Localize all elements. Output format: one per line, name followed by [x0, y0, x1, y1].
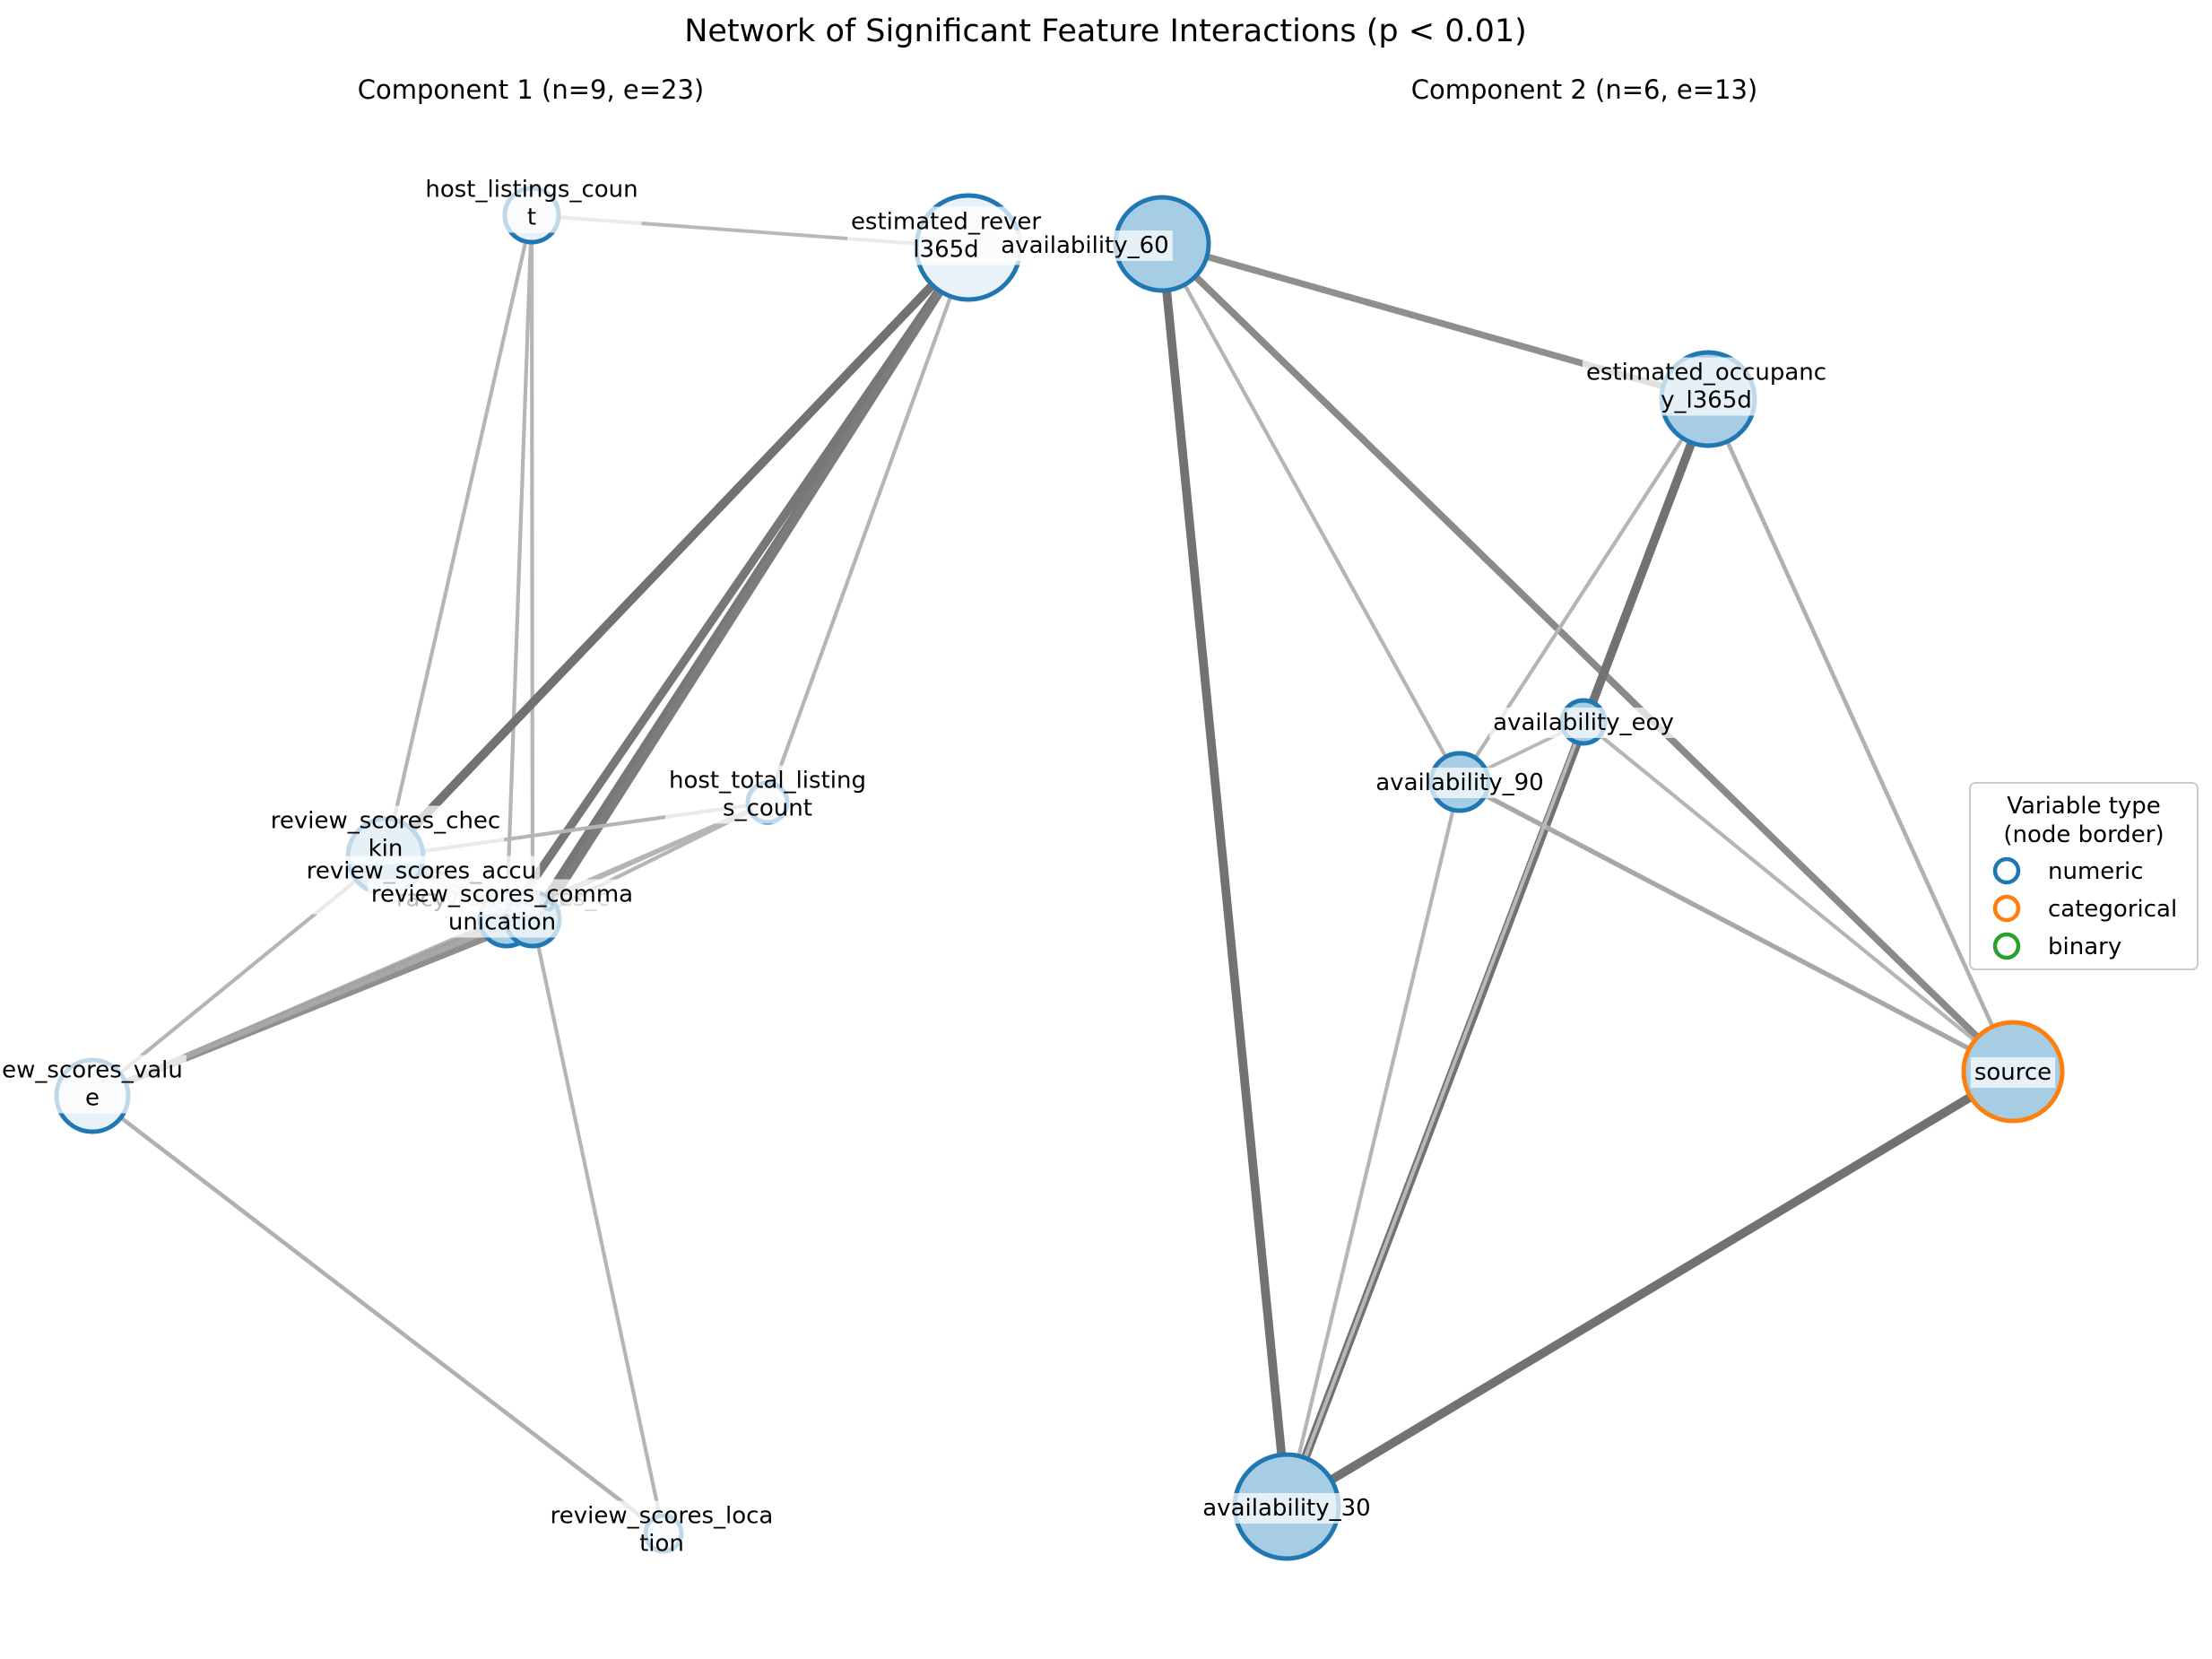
edge-hlc-rsc — [383, 213, 534, 859]
label-layer: review_scores_chost_listings_countestima… — [0, 174, 2056, 1559]
node-label-a90: availability_90 — [1372, 768, 1548, 798]
node-label-line: source — [1974, 1059, 2052, 1086]
edge-hlc-rscom — [529, 213, 535, 922]
legend-label-categorical: categorical — [2048, 896, 2177, 923]
node-label-box — [421, 174, 642, 233]
edge-a90-src — [1457, 779, 2016, 1074]
legend-marker-categorical — [1992, 894, 2021, 923]
edge-aeoy-src — [1581, 719, 2016, 1074]
node-label-line: l365d — [913, 237, 978, 264]
node-label-htl: host_total_listings_count — [665, 765, 870, 824]
node-label-line: s_count — [723, 795, 812, 822]
node-label-hlc: host_listings_count — [421, 174, 642, 233]
node-label-line: e — [85, 1085, 100, 1112]
node-label-box — [1199, 1493, 1375, 1524]
node-label-box — [266, 805, 505, 864]
legend-marker-binary — [1992, 932, 2021, 960]
figure-title: Network of Significant Feature Interacti… — [684, 13, 1527, 49]
legend-label-binary: binary — [2048, 934, 2121, 960]
node-label-line: review_scores_chec — [271, 808, 500, 835]
node-label-line: tion — [639, 1531, 684, 1558]
node-label-box — [665, 765, 870, 824]
node-label-line: availability_60 — [1001, 232, 1168, 259]
node-label-line: availability_30 — [1202, 1495, 1370, 1522]
node-label-box — [1582, 357, 1831, 416]
node-label-line: review_scores_loca — [551, 1503, 774, 1530]
legend-title: Variable type(node border) — [2003, 793, 2164, 848]
node-label-box — [1970, 1057, 2056, 1088]
node-label-src: source — [1970, 1057, 2056, 1088]
component-2-subtitle: Component 2 (n=6, e=13) — [1411, 74, 1758, 105]
node-label-box — [546, 1500, 777, 1559]
legend-box — [1969, 782, 2199, 970]
legend-label-numeric: numeric — [2048, 858, 2144, 885]
node-label-line: review_scores_comma — [371, 882, 633, 908]
edge-a30-src — [1282, 1067, 2017, 1511]
node-label-box — [997, 230, 1173, 261]
node-label-line: host_total_listing — [669, 768, 866, 795]
node-label-box — [1372, 768, 1548, 798]
edge-erl-rsc — [381, 243, 973, 861]
legend: Variable type(node border) numeric catego… — [1969, 782, 2199, 970]
node-label-line: ew_scores_valu — [2, 1057, 183, 1084]
node-label-line: estimated_occupanc — [1586, 360, 1826, 387]
node-label-aeoy: availability_eoy — [1489, 708, 1678, 738]
legend-marker-numeric — [1992, 856, 2021, 885]
node-label-line: unication — [448, 909, 556, 936]
edge-a60-src — [1158, 240, 2017, 1075]
node-label-line: availability_eoy — [1493, 709, 1674, 736]
node-label-line: host_listings_coun — [425, 177, 638, 204]
edge-rsv-rsl — [90, 1093, 666, 1536]
edge-aeoy-a30 — [1285, 720, 1585, 1508]
edge-a60-a30 — [1158, 239, 1291, 1511]
edge-hlc-rsacc — [504, 213, 534, 922]
edge-a60-a90 — [1159, 241, 1462, 785]
node-label-line: availability_90 — [1375, 769, 1543, 796]
edge-eol-src — [1705, 396, 2016, 1074]
component-1-subtitle: Component 1 (n=9, e=23) — [358, 74, 705, 105]
node-label-a30: availability_30 — [1199, 1493, 1375, 1524]
node-label-box — [1489, 708, 1678, 738]
edge-erl-htl — [765, 245, 971, 805]
node-label-a60: availability_60 — [997, 230, 1173, 261]
edge-rscom-rsl — [530, 916, 666, 1536]
node-label-box — [367, 879, 638, 938]
node-label-line: t — [527, 204, 536, 231]
edge-erl-rsclean — [544, 243, 973, 910]
node-label-box — [0, 1055, 187, 1114]
edge-a90-a30 — [1284, 779, 1462, 1509]
node-label-line: y_l365d — [1661, 387, 1752, 414]
